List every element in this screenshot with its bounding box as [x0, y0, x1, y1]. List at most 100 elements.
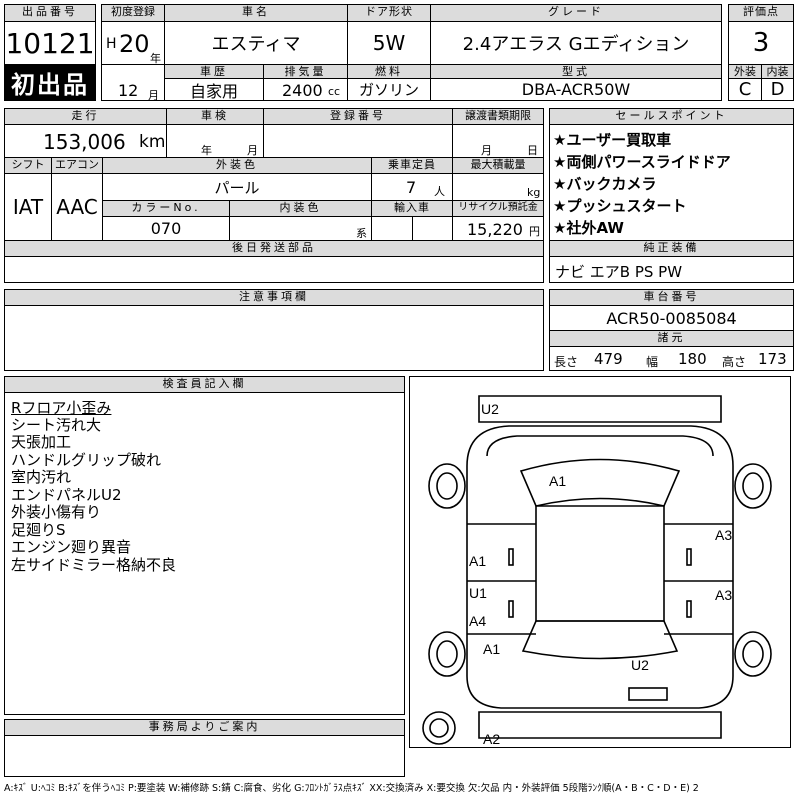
recycle-fee: 15,220	[467, 220, 523, 239]
chassis-number: ACR50-0085084	[549, 305, 794, 331]
inspection-cell: 年 月	[166, 124, 264, 158]
width-label: 幅	[646, 355, 659, 369]
mileage-unit: km	[139, 132, 166, 152]
ext-score: C	[728, 78, 762, 101]
first-reg-year-cell: H 20 年	[101, 21, 165, 65]
capacity: 7	[406, 178, 417, 197]
int-color-cell: 系	[229, 216, 372, 241]
inspector-note: エンドパネルU2	[11, 486, 122, 504]
int-color-unit: 系	[356, 227, 367, 240]
sale-point-item: ★プッシュスタート	[553, 197, 687, 215]
inspector-note: 天張加工	[11, 433, 72, 451]
month-unit: 月	[148, 89, 159, 102]
model-label: 型式	[430, 64, 722, 79]
inspection-year-unit: 年	[201, 144, 212, 157]
inspection-month-unit: 月	[247, 144, 258, 157]
inspector-box: Rフロア小歪み シート汚れ大 天張加工 ハンドルグリップ破れ 室内汚れ エンドパ…	[4, 392, 405, 715]
ext-score-label: 外装	[728, 64, 762, 79]
grade: 2.4アエラス Gエディション	[430, 21, 722, 65]
transfer-label: 譲渡書類期限	[452, 108, 544, 125]
score: 3	[728, 21, 794, 65]
damage-mark: A1	[483, 641, 500, 657]
mileage: 153,006	[43, 130, 126, 154]
import-cell	[371, 216, 453, 241]
width: 180	[678, 350, 707, 368]
later-parts-cell	[4, 256, 544, 283]
grade-label: グレード	[430, 4, 722, 22]
max-load-label: 最大積載量	[452, 157, 544, 174]
sale-point-item: ★バックカメラ	[553, 175, 657, 193]
reg-no-cell	[263, 124, 453, 158]
history: 自家用	[164, 78, 264, 101]
damage-mark: U1	[469, 585, 487, 601]
sale-point-item: ★ユーザー買取車	[553, 131, 672, 149]
first-reg-month: 12	[118, 81, 139, 100]
damage-mark: U2	[481, 401, 499, 417]
aircon: AAC	[51, 173, 103, 241]
recycle-label: リサイクル預託金	[452, 200, 544, 217]
capacity-label: 乗車定員	[371, 157, 453, 174]
int-score: D	[761, 78, 794, 101]
inspector-label: 検査員記入欄	[4, 376, 405, 393]
inspector-note: 室内汚れ	[11, 468, 72, 486]
car-name-label: 車名	[164, 4, 348, 22]
fuel: ガソリン	[347, 78, 431, 101]
height: 173	[758, 350, 787, 368]
equipment-label: 純正装備	[549, 240, 794, 257]
transfer-month-unit: 月	[481, 144, 492, 157]
first-reg-year: 20	[119, 30, 150, 58]
damage-mark: A4	[469, 613, 486, 629]
equipment: ナビ エアB PS PW	[555, 263, 683, 281]
color-no: 070	[102, 216, 230, 241]
inspector-note: シート汚れ大	[11, 416, 102, 434]
car-diagram-frame	[409, 376, 791, 748]
sale-point-item: ★両側パワースライドドア	[553, 153, 731, 171]
fuel-label: 燃料	[347, 64, 431, 79]
ext-color: パール	[102, 173, 372, 201]
era: H	[106, 36, 117, 52]
inspector-note: ハンドルグリップ破れ	[11, 451, 162, 469]
color-no-label: カラーNo.	[102, 200, 230, 217]
equipment-cell: ナビ エアB PS PW	[549, 256, 794, 283]
chassis-label: 車台番号	[549, 289, 794, 306]
max-load-cell: kg	[452, 173, 544, 201]
later-parts-label: 後日発送部品	[4, 240, 544, 257]
damage-mark: A3	[715, 527, 732, 543]
ext-color-label: 外装色	[102, 157, 372, 174]
transfer-day-unit: 日	[527, 144, 538, 157]
inspection-label: 車検	[166, 108, 264, 125]
capacity-unit: 人	[434, 185, 445, 198]
first-listing-badge: 初出品	[4, 64, 96, 101]
height-label: 高さ	[722, 355, 747, 369]
lot-number: 10121	[5, 26, 95, 60]
notes-cell	[4, 305, 544, 371]
transfer-cell: 月 日	[452, 124, 544, 158]
inspector-note: エンジン廻り異音	[11, 538, 132, 556]
displacement-cell: 2400 cc	[263, 78, 348, 101]
int-score-label: 内装	[761, 64, 794, 79]
inspector-note: 足廻りS	[11, 521, 66, 539]
car-name: エスティマ	[164, 21, 348, 65]
history-label: 車歴	[164, 64, 264, 79]
mileage-cell: 153,006 km	[4, 124, 167, 158]
lot-label: 出品番号	[4, 4, 96, 22]
max-load-unit: kg	[527, 186, 541, 199]
int-color-label: 内装色	[229, 200, 372, 217]
year-unit: 年	[150, 52, 161, 65]
import-label: 輸入車	[371, 200, 453, 217]
displacement-label: 排気量	[263, 64, 348, 79]
aircon-label: エアコン	[51, 157, 103, 174]
sale-points-label: セールスポイント	[549, 108, 794, 125]
displacement: 2400	[282, 81, 323, 100]
shift-label: シフト	[4, 157, 52, 174]
mileage-label: 走行	[4, 108, 167, 125]
displacement-unit: cc	[328, 85, 341, 98]
notes-label: 注意事項欄	[4, 289, 544, 306]
first-reg-label: 初度登録	[101, 4, 165, 22]
score-label: 評価点	[728, 4, 794, 22]
inspector-note: Rフロア小歪み	[11, 399, 112, 417]
capacity-cell: 7 人	[371, 173, 453, 201]
length: 479	[594, 350, 623, 368]
damage-mark: A1	[469, 553, 486, 569]
specs-label: 諸元	[549, 330, 794, 347]
